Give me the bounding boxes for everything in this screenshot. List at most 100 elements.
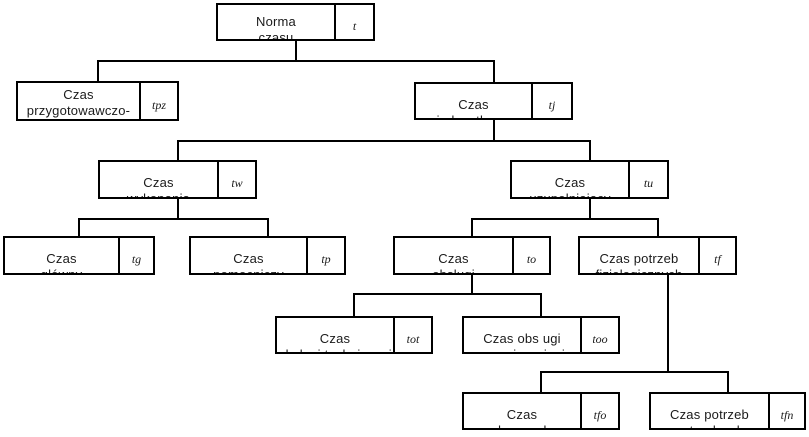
label-line2: wykonania	[100, 191, 217, 197]
connector-stem-to	[471, 274, 473, 295]
label-line2: pomocniczy	[191, 267, 306, 273]
connector-stem-tw	[177, 198, 179, 220]
connector-drop-tj	[493, 60, 495, 84]
node-label: Czaspomocniczy	[191, 238, 308, 273]
node-symbol-cell: tfo	[582, 394, 618, 428]
node-symbol: tf	[714, 252, 721, 266]
node-tu: Czasuzupełniający tu	[510, 160, 669, 199]
label-line1: Czas	[319, 331, 351, 346]
label-line1: Czas	[458, 97, 489, 112]
label-line2: jednostkowy	[416, 113, 531, 118]
node-tg: Czasgłówny tg	[3, 236, 155, 275]
node-symbol: tfo	[593, 407, 607, 422]
connector-bar-tu	[471, 218, 659, 220]
connector-bar-tj	[177, 140, 591, 142]
node-symbol: tj	[548, 97, 556, 112]
node-symbol-cell: tfn	[770, 394, 804, 428]
node-label: Czaswykonania	[100, 162, 219, 197]
label-line1: Czas	[554, 175, 586, 190]
connector-bar-tw	[78, 218, 269, 220]
node-symbol: t	[352, 18, 357, 33]
node-label: Czasuzupełniający	[512, 162, 630, 197]
node-label: Czasjednostkowy	[416, 84, 533, 118]
node-symbol-cell: tj	[533, 84, 571, 118]
node-tfo: Czasodpoczynku tfo	[462, 392, 620, 430]
node-symbol-cell: tu	[630, 162, 667, 197]
label-line1: Czas	[63, 87, 94, 102]
node-label: Czasodpoczynku	[464, 394, 582, 428]
node-symbol: tot	[406, 331, 420, 346]
node-label: Czasgłówny	[5, 238, 120, 273]
connector-stem-t	[295, 40, 297, 62]
connector-bar-t	[97, 60, 495, 62]
node-symbol: tp	[321, 252, 331, 266]
node-symbol: too	[592, 331, 608, 346]
label-line2: obsługi technicznej	[277, 347, 393, 352]
node-tf: Czas potrzebfizjologicznych tf	[578, 236, 737, 275]
connector-drop-tfo	[540, 371, 542, 394]
node-label: Czasobsługi	[395, 238, 514, 273]
node-symbol-cell: tp	[308, 238, 344, 273]
node-symbol-cell: tf	[700, 238, 735, 273]
node-tp: Czaspomocniczy tp	[189, 236, 346, 275]
label-line2: obsługi	[395, 267, 512, 273]
label-line1: Czas obs ugi	[483, 331, 561, 346]
connector-drop-tg	[78, 218, 80, 238]
node-symbol-cell: tpz	[141, 83, 177, 119]
connector-drop-tu	[589, 140, 591, 162]
label-line2: przygotowawczo-	[26, 103, 131, 118]
label-line2: czasu	[258, 30, 294, 39]
node-symbol: to	[526, 252, 537, 266]
node-tot: Czasobsługi technicznej tot	[275, 316, 433, 354]
node-symbol: tw	[231, 176, 243, 190]
node-label: Czas potrzebfizjologicznych	[580, 238, 700, 273]
label-line2: uzupełniający	[512, 191, 628, 197]
label-line1: Czas	[233, 251, 264, 266]
node-label: Czasobsługi technicznej	[277, 318, 395, 352]
node-symbol: tg	[131, 252, 142, 266]
node-label: Czas obs ugiorganizacyjnej	[464, 318, 582, 352]
connector-drop-to	[471, 218, 473, 238]
node-symbol-cell: t	[336, 5, 373, 39]
label-line1: Czas	[506, 407, 538, 422]
node-symbol-cell: tg	[120, 238, 153, 273]
connector-drop-tfn	[727, 371, 729, 394]
node-symbol: tu	[643, 176, 654, 190]
label-line1: Czas potrzeb	[599, 251, 679, 266]
node-symbol-cell: to	[514, 238, 549, 273]
label-line2: naturalnych	[651, 423, 768, 428]
label-line2: fizjologicznych	[580, 267, 698, 273]
connector-drop-too	[540, 293, 542, 318]
label-line2: główny	[5, 267, 118, 273]
node-symbol-cell: tot	[395, 318, 431, 352]
connector-drop-tp	[267, 218, 269, 238]
node-symbol: tpz	[151, 97, 166, 112]
node-tw: Czaswykonania tw	[98, 160, 257, 199]
node-label: Czas potrzebnaturalnych	[651, 394, 770, 428]
label-line1: Czas	[46, 251, 77, 266]
node-tj: Czasjednostkowy tj	[414, 82, 573, 120]
label-line1: Czas	[143, 175, 174, 190]
node-to: Czasobsługi to	[393, 236, 551, 275]
node-symbol-cell: tw	[219, 162, 255, 197]
connector-stem-tu	[589, 198, 591, 220]
label-line1: Norma	[255, 14, 296, 29]
connector-drop-tw	[177, 140, 179, 162]
label-line2: odpoczynku	[464, 423, 580, 428]
label-line2: organizacyjnej	[464, 347, 580, 352]
connector-stem-tj	[493, 119, 495, 142]
connector-drop-tf	[657, 218, 659, 238]
node-symbol-cell: too	[582, 318, 618, 352]
label-line1: Czas potrzeb	[670, 407, 749, 422]
node-too: Czas obs ugiorganizacyjnej too	[462, 316, 620, 354]
node-symbol: tfn	[780, 407, 794, 422]
connector-drop-tpz	[97, 60, 99, 83]
node-tfn: Czas potrzebnaturalnych tfn	[649, 392, 806, 430]
connector-drop-tot	[353, 293, 355, 318]
connector-bar-to	[353, 293, 542, 295]
label-line1: Czas	[438, 251, 469, 266]
